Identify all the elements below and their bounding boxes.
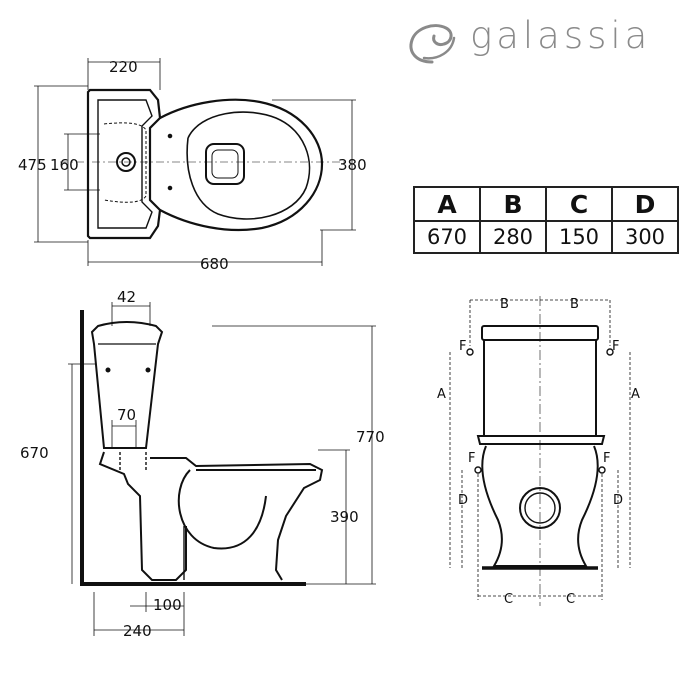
dim-top-seat: 380: [338, 156, 367, 174]
dim-top-length: 680: [200, 255, 229, 273]
front-outlet-inner: [524, 492, 556, 524]
front-cistern-lid: [481, 325, 599, 341]
dim-top-depth: 475: [18, 156, 47, 174]
dim-front-d-right: D: [613, 493, 623, 508]
dim-side-tank-offset: 70: [117, 406, 136, 424]
brand-name: galassia: [470, 14, 652, 57]
table-value-d: 300: [611, 220, 679, 254]
dim-front-c-left: C: [504, 592, 513, 607]
side-bowl-profile: [98, 451, 324, 581]
side-view: [68, 302, 376, 636]
dim-front-b-right: B: [570, 297, 579, 312]
table-value-c: 150: [545, 220, 613, 254]
dim-front-f4: F: [603, 451, 610, 466]
dim-top-inlet: 160: [50, 156, 79, 174]
front-bowl-body: [476, 435, 606, 445]
table-value-b: 280: [479, 220, 547, 254]
dim-side-height-total: 770: [356, 428, 385, 446]
table-value-row: 670 280 150 300: [413, 220, 679, 254]
dim-front-d-left: D: [458, 493, 468, 508]
dimension-table: A B C D 670 280 150 300: [413, 186, 679, 254]
dim-side-outlet-b: 240: [123, 622, 152, 640]
front-outlet-outer: [519, 487, 561, 529]
top-bowl-outline: [159, 98, 324, 232]
table-header-d: D: [611, 186, 679, 222]
dim-side-height-tank: 670: [20, 444, 49, 462]
dim-front-f2: F: [612, 339, 619, 354]
dim-side-tank-top: 42: [117, 288, 136, 306]
dim-front-f3: F: [468, 451, 475, 466]
dim-side-outlet-a: 100: [153, 596, 182, 614]
side-cistern: [90, 321, 164, 449]
front-view: [449, 296, 631, 606]
dim-front-a-left: A: [437, 387, 446, 402]
top-cistern-inner: [97, 99, 153, 229]
table-value-a: 670: [413, 220, 481, 254]
dim-top-width: 220: [109, 58, 138, 76]
dim-front-b-left: B: [500, 297, 509, 312]
table-header-a: A: [413, 186, 481, 222]
top-cistern-outline: [86, 88, 162, 240]
dim-front-c-right: C: [566, 592, 575, 607]
galassia-logo-icon: [409, 24, 456, 64]
top-view: [34, 58, 356, 266]
top-tank-dashed: [103, 122, 147, 203]
dim-front-a-right: A: [631, 387, 640, 402]
dim-side-height-seat: 390: [330, 508, 359, 526]
dim-front-f1: F: [459, 339, 466, 354]
table-header-row: A B C D: [413, 186, 679, 222]
top-bowl-rim: [186, 111, 311, 220]
table-header-b: B: [479, 186, 547, 222]
table-header-c: C: [545, 186, 613, 222]
top-seat-opening: [205, 143, 245, 185]
